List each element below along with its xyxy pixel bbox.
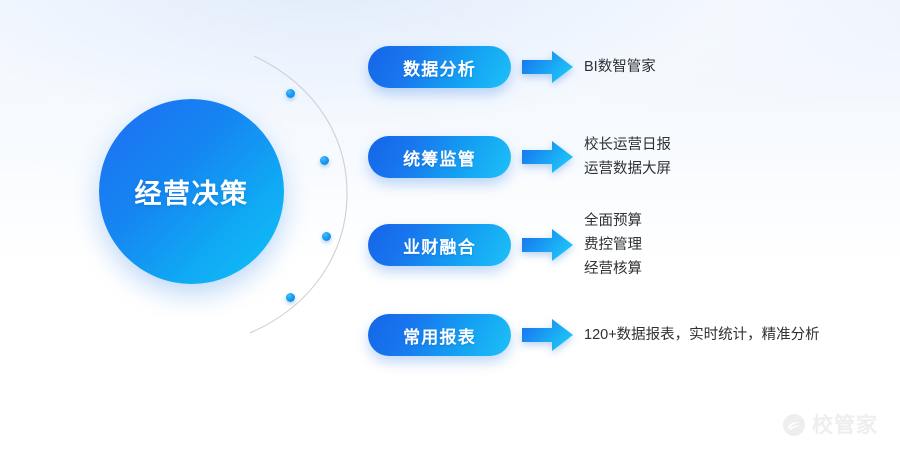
central-hub-label: 经营决策: [134, 179, 249, 209]
row-description-line: BI数智管家: [584, 59, 656, 75]
category-pill-supervision[interactable]: 统筹监管: [368, 136, 511, 178]
row-description-line: 经营核算: [584, 261, 642, 277]
category-pill-label: 常用报表: [403, 327, 476, 347]
row-description-line: 全面预算: [584, 213, 642, 229]
row-description-line: 120+数据报表，实时统计，精准分析: [584, 327, 820, 343]
arrow-right-icon: [511, 50, 584, 84]
arrow-right-icon: [511, 318, 584, 352]
xiaoguanjia-logo-icon: [783, 414, 805, 436]
row-item: 常用报表 120+数据报表，实时统计，精准分析: [368, 314, 820, 356]
row-description-line: 费控管理: [584, 237, 642, 253]
row-description: 120+数据报表，实时统计，精准分析: [584, 323, 820, 347]
category-pill-label: 数据分析: [403, 59, 476, 79]
central-hub-circle: 经营决策: [99, 99, 284, 284]
category-pill-label: 业财融合: [403, 237, 476, 257]
row-description: 校长运营日报 运营数据大屏: [584, 133, 671, 181]
row-item: 数据分析 BI数智管家: [368, 46, 656, 88]
category-pill-common-reports[interactable]: 常用报表: [368, 314, 511, 356]
category-pill-finance-integration[interactable]: 业财融合: [368, 224, 511, 266]
row-description-line: 运营数据大屏: [584, 161, 671, 177]
watermark-text: 校管家: [812, 413, 878, 437]
row-item: 统筹监管 校长运营日报 运营数据大屏: [368, 136, 671, 178]
row-item: 业财融合 全面预算 费控管理 经营核算: [368, 213, 642, 277]
row-description: BI数智管家: [584, 55, 656, 79]
category-pill-label: 统筹监管: [403, 149, 476, 169]
watermark-logo: 校管家: [782, 413, 878, 437]
category-pill-data-analysis[interactable]: 数据分析: [368, 46, 511, 88]
row-description: 全面预算 费控管理 经营核算: [584, 209, 642, 281]
arrow-right-icon: [511, 228, 584, 262]
row-description-line: 校长运营日报: [584, 137, 671, 153]
arrow-right-icon: [511, 140, 584, 174]
